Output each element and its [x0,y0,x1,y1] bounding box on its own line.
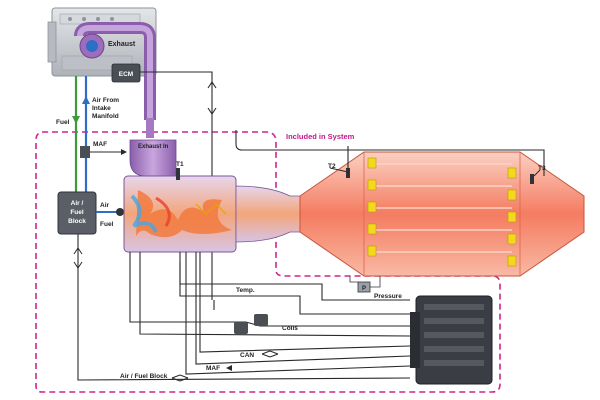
t3-label: T3 [538,165,546,172]
air-from-label: Air From [92,97,119,104]
can-bidirectional-arrow-icon [261,350,279,358]
t3-lead [533,169,541,177]
maf-top-label: MAF [93,141,107,148]
exhaust-in-label: Exhaust In [138,144,169,150]
can-label: CAN [240,352,254,359]
maf-bottom-label: MAF [206,365,220,372]
t2-label: T2 [328,163,336,170]
intake-label: Intake [92,105,111,112]
ecm-module [111,63,141,83]
controller-module [410,295,493,385]
exhaust-manifold [74,22,156,138]
t1-sensor [176,168,180,180]
t3-sensor [530,174,534,184]
burner-chamber [123,175,301,253]
afb-bidirectional-arrow-icon [73,247,83,269]
t2-lead [329,167,349,173]
ecm-label: ECM [119,71,133,78]
coils-label: Coils [282,325,298,332]
pressure-label: Pressure [374,293,402,300]
injector-icon [116,208,124,216]
maf-sensor-top [80,146,90,158]
fuel-mid-label: Fuel [100,221,114,228]
fuel-top-label: Fuel [56,119,70,126]
afb-bottom-label: Air / Fuel Block [120,373,168,380]
air-arrow-icon [82,96,90,104]
included-in-system-boundary [35,131,501,393]
afb-label-1: Air / [71,200,84,207]
coil-2 [234,322,248,334]
wiring-harness [77,130,545,381]
ecm-bidirectional-arrow-icon [207,81,217,115]
afb-label-3: Block [68,218,86,225]
pressure-tubes [349,276,381,288]
afb-bottom-arrow-icon [171,374,189,382]
exhaust-label: Exhaust [108,41,136,48]
particulate-filter [299,151,585,277]
afb-label-2: Fuel [70,209,84,216]
fuel-arrow-icon [72,116,80,124]
manifold-label: Manifold [92,113,119,120]
t1-label: T1 [176,161,184,168]
pressure-sensor-label: P [362,286,366,292]
air-label: Air [100,202,110,209]
included-in-system-label: Included in System [286,132,355,141]
maf-arrow-icon [226,365,232,371]
coil-1 [254,314,268,326]
temp-label: Temp. [236,287,255,294]
